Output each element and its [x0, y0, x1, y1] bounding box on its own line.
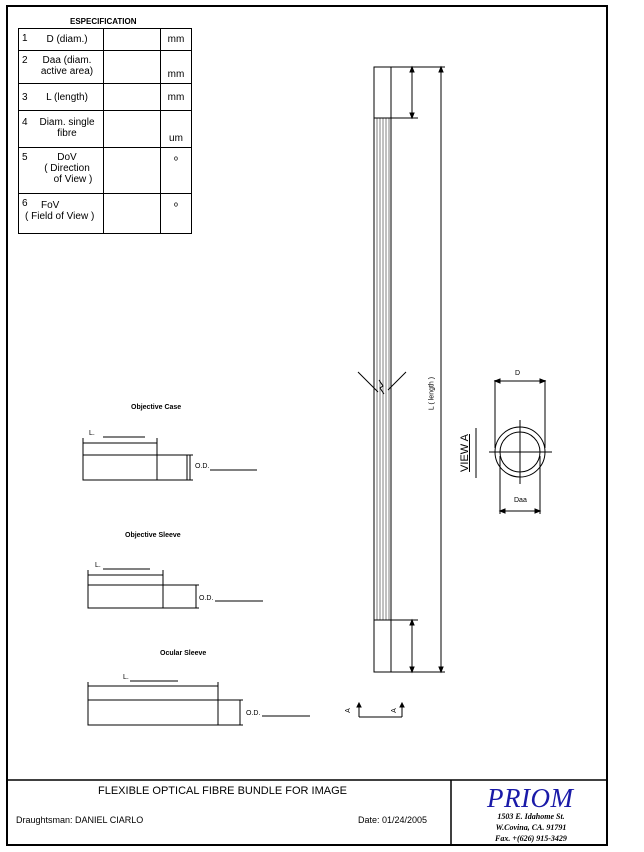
- objective-case-length-label: L.: [89, 430, 95, 437]
- section-mark-right: A: [390, 708, 398, 713]
- spec-row-num: 3: [22, 92, 28, 103]
- spec-row-num: 1: [22, 33, 28, 44]
- fax-line: Fax. +(626) 915-3429: [495, 834, 567, 843]
- spec-row-unit: mm: [167, 91, 185, 103]
- address-line1: 1503 E. Idahome St.: [497, 812, 565, 821]
- view-a-drawing: [475, 378, 552, 514]
- bundle-length-label: L ( length ): [428, 376, 436, 411]
- fibre-bundle-drawing: [357, 65, 445, 674]
- spec-table: 1 D (diam.) mm 2 Daa (diam.active area) mm…: [18, 28, 192, 234]
- spec-row-label-line1: Diam. single: [39, 117, 95, 128]
- spec-row-unit: um: [169, 133, 183, 144]
- spec-row-unit: º: [174, 202, 178, 213]
- spec-row-label-line1: FoV: [41, 200, 60, 211]
- drawing-title: FLEXIBLE OPTICAL FIBRE BUNDLE FOR IMAGE: [98, 785, 347, 797]
- ocular-sleeve-od-label: O.D.: [246, 710, 261, 717]
- objective-sleeve-od-label: O.D.: [199, 595, 214, 602]
- section-marks: [356, 701, 405, 718]
- view-a-title: VIEW A: [459, 434, 471, 472]
- spec-row-unit: º: [174, 156, 178, 167]
- spec-row-label-line2: active area): [40, 66, 94, 77]
- spec-row-num: 6: [22, 198, 28, 209]
- spec-row-unit: mm: [167, 34, 185, 45]
- company-address: 1503 E. Idahome St. W.Covina, CA. 91791 …: [489, 811, 573, 844]
- title-block-lines: [7, 779, 607, 846]
- ocular-sleeve-title: Ocular Sleeve: [160, 650, 207, 657]
- spec-row-label-line1: Daa (diam.: [42, 55, 92, 66]
- spec-row-unit: mm: [167, 69, 185, 80]
- objective-case-od-label: O.D.: [195, 463, 210, 470]
- objective-sleeve-length-label: L.: [95, 562, 101, 569]
- spec-row-num: 4: [22, 117, 28, 128]
- priom-logo: PRIOM: [487, 783, 574, 813]
- view-a-d-label: D: [515, 370, 521, 377]
- spec-row-label-line2: ( Direction: [44, 163, 90, 174]
- ocular-sleeve-length-label: L.: [123, 674, 129, 681]
- spec-title: ESPECIFICATION: [70, 17, 137, 26]
- spec-row-num: 2: [22, 55, 28, 66]
- draughtsman-label: Draughtsman: DANIEL CIARLO: [16, 815, 144, 825]
- drawing-date: Date: 01/24/2005: [358, 815, 428, 825]
- spec-row-label-line1: DoV: [57, 152, 77, 163]
- spec-row-label: L (length): [46, 92, 88, 103]
- spec-row: 6 FoV( Field of View ) º: [18, 193, 192, 234]
- spec-row-num: 5: [22, 152, 28, 163]
- spec-row-value[interactable]: [103, 83, 161, 111]
- spec-row-label-line3: of View ): [53, 174, 93, 185]
- drawing-frame: [6, 5, 608, 846]
- view-a-daa-label: Daa: [514, 497, 527, 504]
- objective-case-drawing: [82, 436, 257, 481]
- objective-case-title: Objective Case: [131, 404, 182, 411]
- spec-row-label-line2: fibre: [57, 128, 77, 139]
- spec-row-label-line2: ( Field of View ): [25, 211, 95, 222]
- spec-row: 3 L (length) mm: [18, 83, 192, 111]
- section-mark-left: A: [344, 708, 352, 713]
- spec-row-label: D (diam.): [46, 34, 88, 45]
- spec-row: 1 D (diam.) mm: [18, 28, 192, 51]
- address-line2: W.Covina, CA. 91791: [495, 823, 567, 832]
- ocular-sleeve-drawing: [87, 680, 310, 726]
- spec-row-value[interactable]: [103, 193, 161, 234]
- objective-sleeve-title: Objective Sleeve: [125, 532, 181, 539]
- objective-sleeve-drawing: [87, 568, 263, 609]
